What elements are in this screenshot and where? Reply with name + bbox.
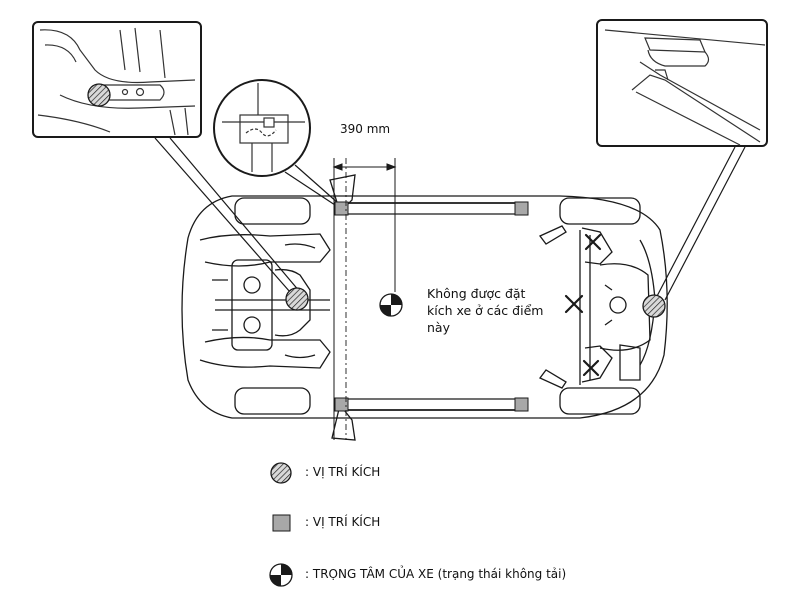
hatched-circle-icon [270,462,292,484]
jack-pads [334,201,529,412]
jack-pad-front-left [334,201,349,216]
jack-pad-rear-right [514,397,529,412]
warning-line-2: kích xe ở các điểm [427,303,544,318]
no-jack-x-upper [584,233,602,251]
no-jack-warning: Không được đặt kích xe ở các điểm này [427,285,543,336]
dimension-label: 390 mm [340,122,391,136]
jack-pad-front-right [334,397,349,412]
legend-symbols [269,462,293,587]
gray-square-icon [272,514,291,532]
legend-label-jack-point-square: : VỊ TRÍ KÍCH [305,515,381,529]
jack-pad-rear-left [514,201,529,216]
dimension-390mm [332,158,397,440]
front-jack-point [285,287,309,311]
legend-label-center-of-gravity: : TRỌNG TÂM CỦA XE (trạng thái không tải… [305,567,567,581]
legend-label-jack-point-circle: : VỊ TRÍ KÍCH [305,465,381,479]
no-jack-marks [564,233,602,377]
front-jack-point-inset [32,21,202,138]
no-jack-x-middle [564,294,584,314]
warning-line-1: Không được đặt [427,286,526,301]
sill-detail-inset [213,79,311,177]
vehicle-underbody [181,174,668,441]
warning-line-3: này [427,320,450,335]
rear-jack-point [642,294,666,318]
rear-jack-point-inset [596,19,768,147]
center-of-gravity-icon [269,563,293,587]
no-jack-x-lower [582,359,600,377]
center-of-gravity-marker [379,293,403,317]
